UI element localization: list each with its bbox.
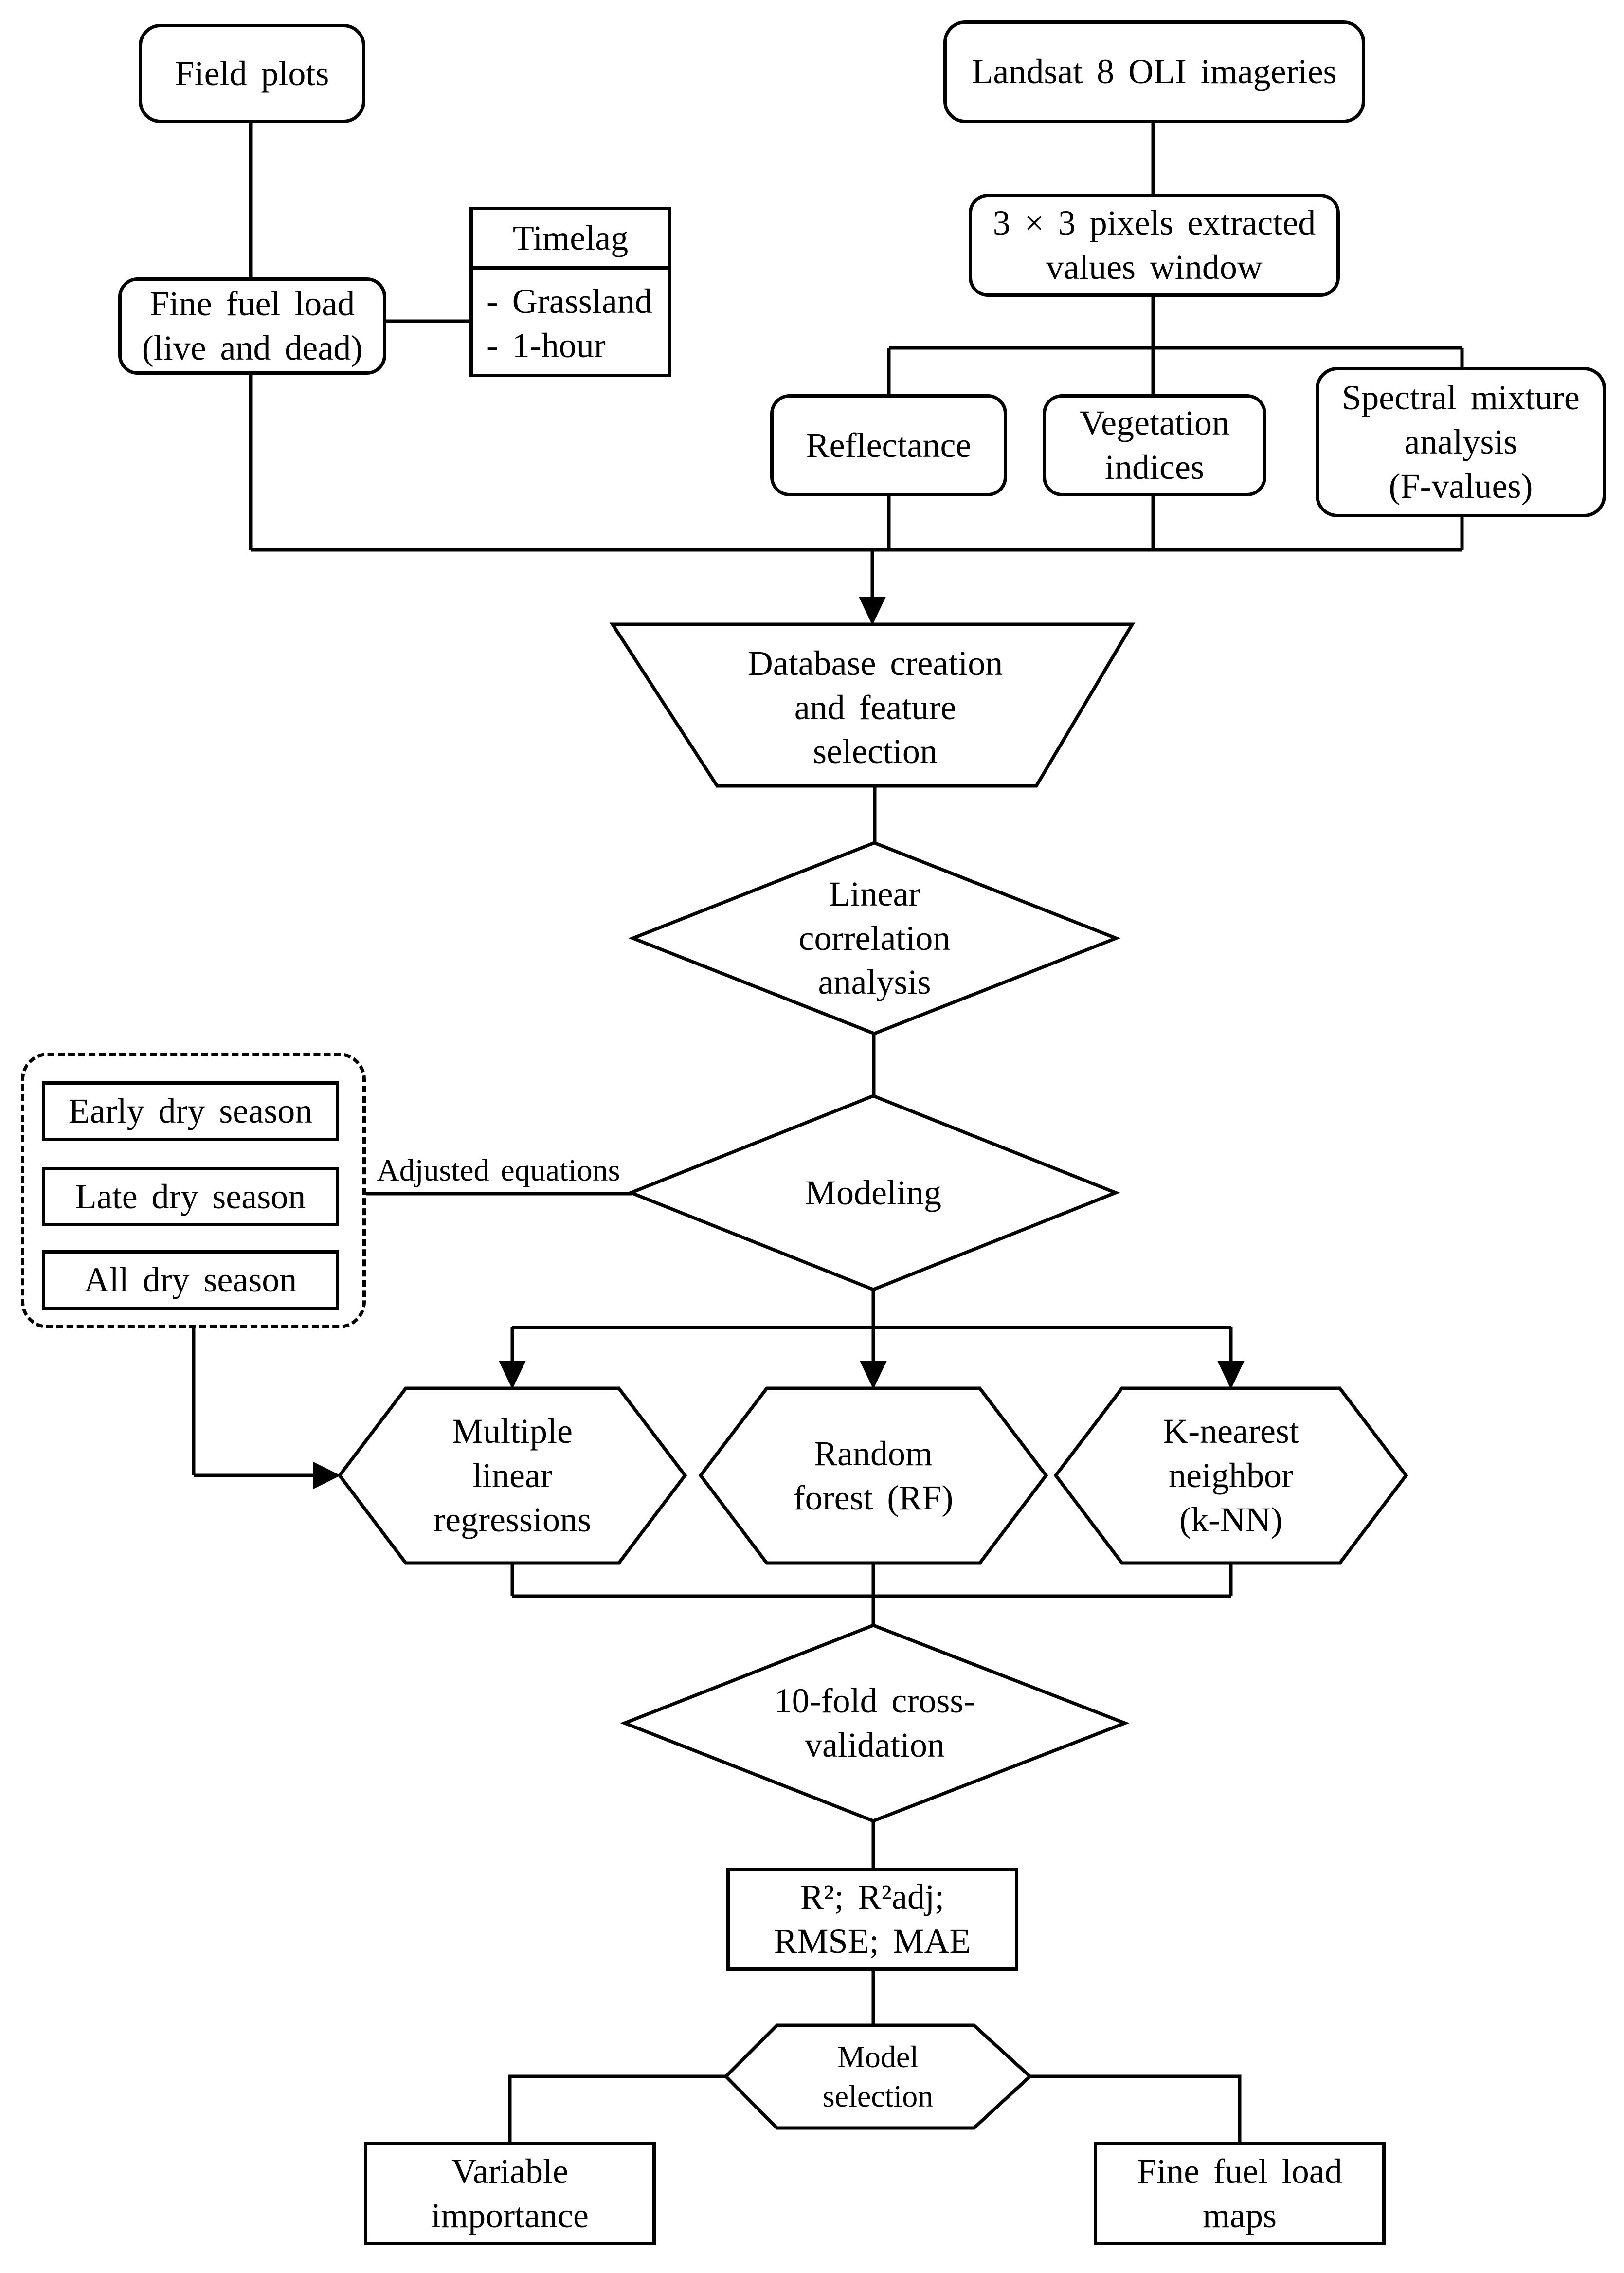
- edge-modelselection-maps: [1030, 2074, 1242, 2144]
- node-pixels-window-label: 3 × 3 pixels extracted values window: [992, 203, 1316, 287]
- node-cross-validation: 10-fold cross- validation: [625, 1625, 1125, 1821]
- knn-hexagon: [1053, 1386, 1408, 1565]
- season-group: [21, 1053, 366, 1328]
- node-linear-correlation: Linear correlation analysis: [633, 843, 1116, 1034]
- arrowhead-knn: [1217, 1361, 1245, 1389]
- database-creation-trapezoid: [609, 622, 1136, 788]
- node-fine-fuel-load-maps-label: Fine fuel load maps: [1137, 2151, 1342, 2235]
- node-field-plots-label: Field plots: [175, 54, 329, 93]
- arrowhead-database: [859, 597, 886, 625]
- node-landsat: Landsat 8 OLI imageries: [943, 20, 1365, 123]
- timelag-table: Timelag - Grassland - 1-hour: [469, 207, 671, 377]
- node-reflectance: Reflectance: [770, 394, 1007, 496]
- node-all-dry-season: All dry season: [42, 1250, 339, 1310]
- timelag-item-grassland: - Grassland: [487, 282, 652, 321]
- node-field-plots: Field plots: [139, 24, 365, 123]
- node-landsat-label: Landsat 8 OLI imageries: [972, 52, 1337, 91]
- timelag-body: - Grassland - 1-hour: [473, 270, 668, 374]
- node-k-nearest-neighbor: K-nearest neighbor (k-NN): [1056, 1388, 1406, 1563]
- cross-validation-diamond: [620, 1623, 1130, 1823]
- node-multiple-linear-regressions: Multiple linear regressions: [340, 1388, 685, 1563]
- node-fine-fuel-load: Fine fuel load (live and dead): [118, 277, 386, 375]
- node-reflectance-label: Reflectance: [806, 425, 972, 465]
- adjusted-equations-label-wrap: Adjusted equations: [366, 1149, 631, 1188]
- node-vegetation-indices-label: Vegetation indices: [1080, 403, 1229, 487]
- node-late-dry-season-label: Late dry season: [75, 1177, 306, 1216]
- node-knn-label: K-nearest neighbor (k-NN): [1163, 1412, 1299, 1539]
- adjusted-equations-label: Adjusted equations: [377, 1153, 620, 1187]
- arrowhead-seasons-mlr: [313, 1462, 341, 1489]
- node-fine-fuel-load-label: Fine fuel load (live and dead): [142, 284, 363, 367]
- node-rf-label: Random forest (RF): [793, 1434, 954, 1517]
- node-model-selection-label: Model selection: [822, 2039, 934, 2113]
- rf-hexagon: [698, 1386, 1048, 1565]
- node-mlr-label: Multiple linear regressions: [433, 1412, 591, 1539]
- node-modeling: Modeling: [631, 1096, 1116, 1290]
- node-fine-fuel-load-maps: Fine fuel load maps: [1094, 2142, 1386, 2245]
- node-modeling-label: Modeling: [805, 1173, 941, 1212]
- node-variable-importance: Variable importance: [364, 2142, 656, 2245]
- node-metrics-label: R²; R²adj; RMSE; MAE: [774, 1877, 971, 1961]
- timelag-item-1hour: - 1-hour: [487, 326, 606, 365]
- node-variable-importance-label: Variable importance: [431, 2151, 589, 2235]
- timelag-header-label: Timelag: [512, 218, 629, 258]
- node-spectral-mixture: Spectral mixture analysis (F-values): [1316, 367, 1606, 517]
- node-all-dry-season-label: All dry season: [84, 1260, 297, 1300]
- node-spectral-mixture-label: Spectral mixture analysis (F-values): [1342, 378, 1580, 506]
- modeling-diamond: [626, 1094, 1120, 1291]
- node-metrics: R²; R²adj; RMSE; MAE: [726, 1868, 1018, 1971]
- node-model-selection: Model selection: [726, 2025, 1030, 2128]
- node-early-dry-season: Early dry season: [42, 1081, 339, 1141]
- node-database-creation: Database creation and feature selection: [668, 629, 1082, 786]
- edge-modelselection-varimp: [508, 2074, 726, 2144]
- timelag-header: Timelag: [473, 210, 668, 270]
- node-database-creation-label: Database creation and feature selection: [747, 643, 1003, 771]
- arrowhead-mlr: [499, 1361, 526, 1389]
- node-cross-validation-label: 10-fold cross- validation: [774, 1681, 975, 1764]
- node-linear-correlation-label: Linear correlation analysis: [798, 874, 951, 1002]
- model-selection-hexagon: [723, 2023, 1033, 2130]
- node-early-dry-season-label: Early dry season: [68, 1091, 313, 1131]
- node-random-forest: Random forest (RF): [701, 1388, 1046, 1563]
- node-vegetation-indices: Vegetation indices: [1043, 394, 1266, 496]
- node-late-dry-season: Late dry season: [42, 1167, 339, 1226]
- linear-correlation-diamond: [628, 841, 1121, 1036]
- arrowhead-rf: [860, 1361, 887, 1389]
- node-pixels-window: 3 × 3 pixels extracted values window: [969, 194, 1340, 297]
- mlr-hexagon: [337, 1386, 687, 1565]
